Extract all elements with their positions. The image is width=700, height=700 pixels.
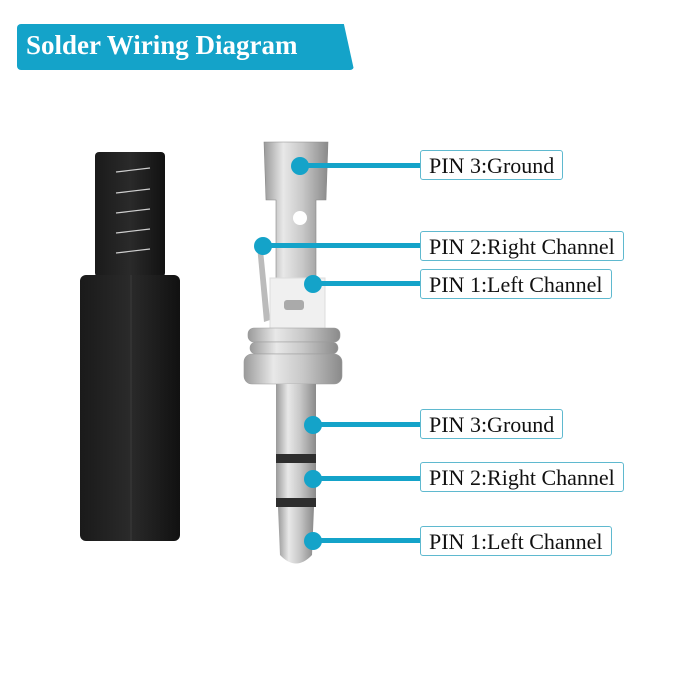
title-banner [17,24,354,70]
stereo-plug [243,141,343,564]
page-title: Solder Wiring Diagram [26,30,298,60]
pin2-right-lug-leader [263,243,420,248]
pin1-tip-leader [313,538,420,543]
label-pin3-ground-top: PIN 3:Ground [420,150,564,180]
pin2-ring-leader [313,476,420,481]
plastic-housing [80,152,180,541]
pin1-left-lug-leader [313,281,420,286]
pin3-sleeve-leader [313,422,420,427]
label-pin1-left-bottom: PIN 1:Left Channel [420,526,612,556]
pin3-ground-lug-leader [300,163,420,168]
label-pin1-left-top: PIN 1:Left Channel [420,269,612,299]
label-pin3-ground-bottom: PIN 3:Ground [420,409,564,439]
label-pin2-right-top: PIN 2:Right Channel [420,231,624,261]
label-pin2-right-bottom: PIN 2:Right Channel [420,462,624,492]
